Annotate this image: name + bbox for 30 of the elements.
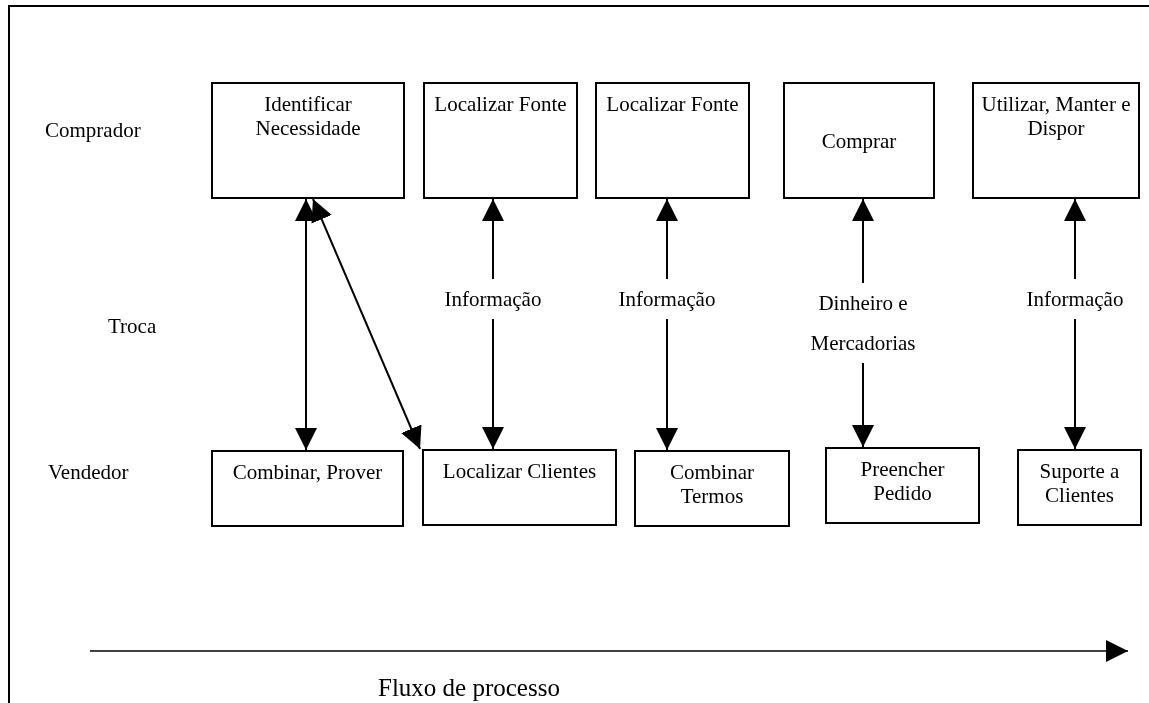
process-box <box>783 82 935 199</box>
process-box <box>595 82 750 199</box>
process-box <box>972 82 1140 199</box>
box-text: Comprar <box>821 128 897 153</box>
axis-caption: Fluxo de processo <box>378 674 560 702</box>
row-label: Comprador <box>45 118 141 143</box>
double-arrow <box>311 198 422 450</box>
edge-label: Dinheiro e Mercadorias <box>808 283 918 363</box>
box-text: Preencher Pedido <box>859 457 946 505</box>
process-box <box>211 450 404 527</box>
process-box <box>1017 449 1142 526</box>
process-box <box>634 450 790 527</box>
box-text: Localizar Fonte <box>434 92 567 116</box>
edge-label: Informação <box>444 279 542 319</box>
box-text: Combinar Termos <box>669 460 755 508</box>
box-text: Utilizar, Manter e Dispor <box>980 92 1132 140</box>
process-box <box>825 447 980 524</box>
box-text: Suporte a Clientes <box>1038 459 1121 507</box>
box-text: Combinar, Prover <box>232 460 383 484</box>
double-arrow <box>295 198 317 451</box>
box-text: Identificar Necessidade <box>254 92 362 140</box>
edge-label: Informação <box>1026 279 1124 319</box>
box-text: Localizar Clientes <box>442 459 597 483</box>
edge-label: Informação <box>618 279 716 320</box>
box-text: Localizar Fonte <box>606 92 739 116</box>
process-box <box>211 82 405 199</box>
process-box <box>422 449 617 526</box>
row-label: Vendedor <box>48 460 129 485</box>
row-label: Troca <box>108 314 157 339</box>
process-box <box>423 82 578 199</box>
